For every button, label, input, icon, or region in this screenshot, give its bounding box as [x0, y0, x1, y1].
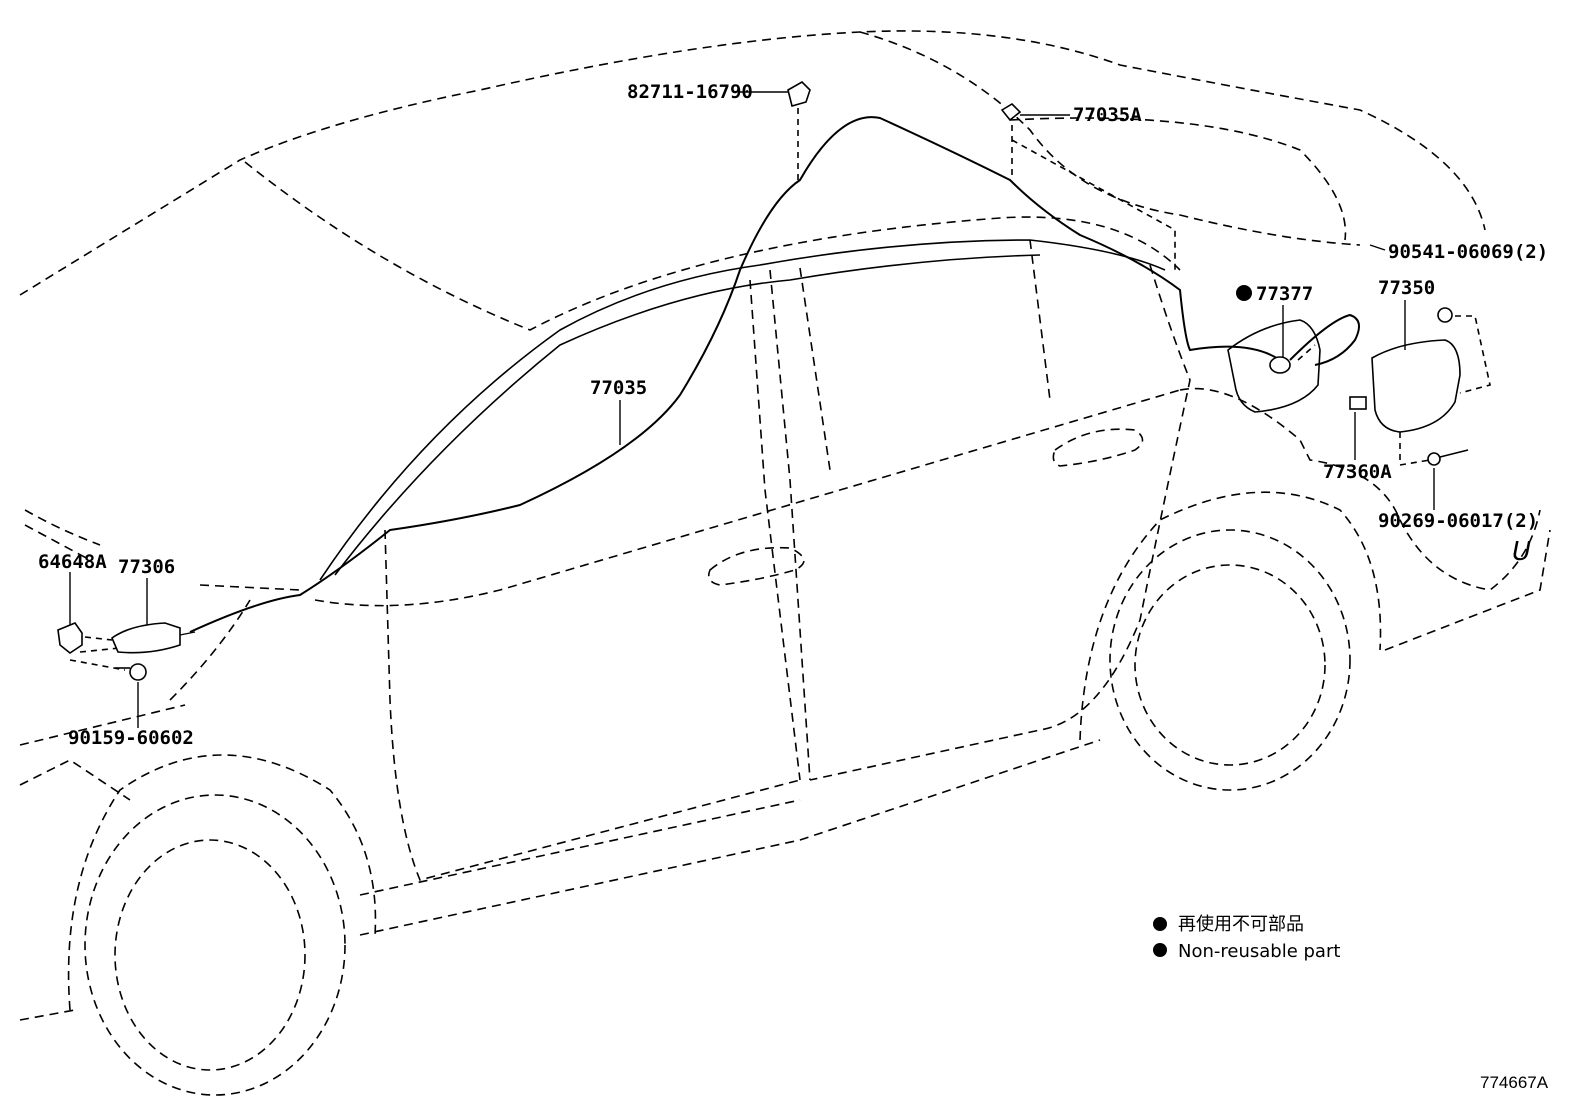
roof-line	[19, 30, 1486, 296]
part-90269-rivet[interactable]	[1427, 449, 1469, 466]
b-pillar-2	[769, 269, 811, 781]
vehicle-outline	[19, 30, 1551, 1096]
figure-id: 774667A	[1480, 1073, 1549, 1092]
leader-lines	[69, 91, 1435, 728]
label-82711-16790: 82711-16790	[627, 81, 753, 103]
lower-body	[359, 739, 1101, 936]
part-90159-screw[interactable]	[69, 659, 147, 681]
window-top	[334, 254, 1041, 576]
legend-dot-jp	[1153, 917, 1167, 931]
label-64648A: 64648A	[38, 551, 107, 573]
label-77035: 77035	[590, 377, 647, 399]
corner-mark: U	[1512, 537, 1531, 567]
front-door-handle	[707, 546, 805, 586]
rear-bumper	[1384, 529, 1551, 651]
a-pillar	[319, 239, 1166, 581]
label-77377: 77377	[1256, 283, 1313, 305]
label-77360A: 77360A	[1323, 461, 1392, 483]
hood-line	[244, 161, 1181, 331]
label-90159-60602: 90159-60602	[68, 727, 194, 749]
part-77306-opener-lever[interactable]	[111, 622, 196, 654]
front-wheel-arch	[67, 754, 377, 1011]
rear-door-outline	[809, 239, 1191, 781]
fuel-door-opening	[1227, 319, 1321, 413]
rear-wheel-arch	[1079, 491, 1382, 741]
part-77035A-clamp[interactable]	[1000, 102, 1176, 270]
legend: 再使用不可部品 Non-reusable part	[1153, 914, 1340, 962]
part-77360A-bracket[interactable]	[1349, 396, 1367, 410]
rear-tire	[1109, 529, 1351, 791]
part-90541-nut[interactable]	[1437, 307, 1453, 323]
rear-door-handle	[1052, 428, 1144, 467]
rear-quarter	[1179, 387, 1541, 591]
front-tire	[84, 794, 346, 1096]
part-82711-clip[interactable]	[787, 81, 811, 180]
roof-rear-line	[1009, 117, 1347, 241]
trunk-line	[859, 31, 1361, 246]
part-labels: 82711-16790 77035A 90541-06069(2) 77377 …	[38, 81, 1548, 749]
label-77350: 77350	[1378, 277, 1435, 299]
front-rim	[114, 839, 306, 1071]
legend-text-en: Non-reusable part	[1178, 941, 1340, 962]
rear-rim	[1134, 564, 1326, 766]
front-door-top	[314, 389, 1181, 607]
front-fender	[19, 704, 186, 1021]
front-nose-line	[24, 509, 301, 701]
label-90541-06069: 90541-06069(2)	[1388, 241, 1548, 263]
legend-text-jp: 再使用不可部品	[1178, 914, 1304, 935]
fuel-lid-opener-cable	[189, 116, 1281, 633]
fuel-lid-opener-cable-end	[1289, 313, 1360, 366]
label-77306: 77306	[118, 556, 175, 578]
b-pillar-3	[799, 267, 831, 471]
part-64648A-clamp[interactable]	[57, 622, 121, 654]
non-reusable-dot-77377	[1236, 285, 1252, 301]
legend-dot-en	[1153, 943, 1167, 957]
part-77350-fuel-lid[interactable]	[1371, 315, 1491, 466]
label-77035A: 77035A	[1073, 104, 1142, 126]
part-77377-lock[interactable]	[1269, 344, 1316, 374]
label-90269-06017: 90269-06017(2)	[1378, 510, 1538, 532]
front-door-outline	[384, 529, 801, 881]
b-pillar-1	[749, 279, 801, 781]
